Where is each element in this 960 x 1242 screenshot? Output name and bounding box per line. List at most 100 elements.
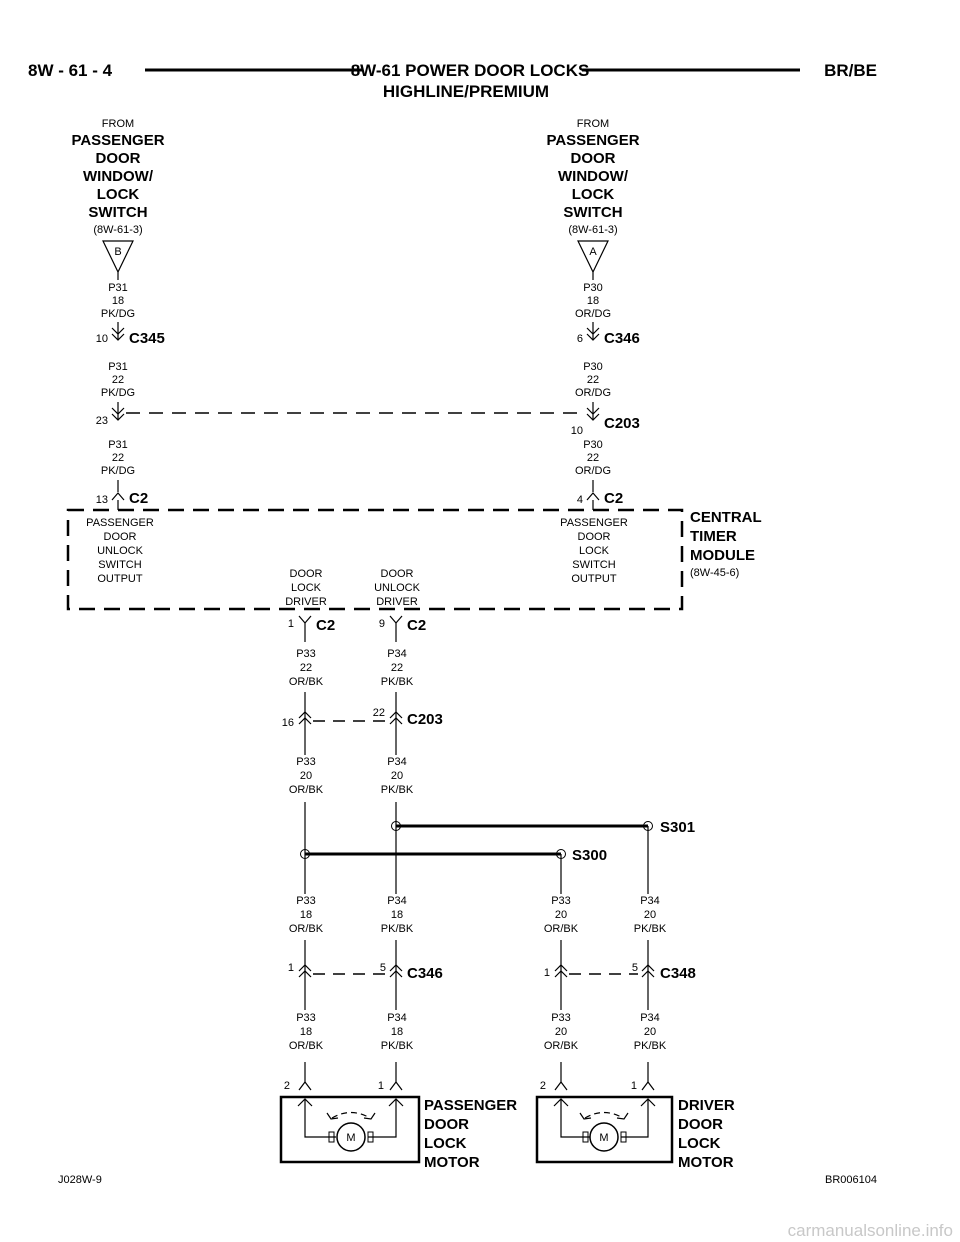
source-left-name-2: DOOR xyxy=(96,150,141,167)
wire-label: 22 xyxy=(112,374,124,386)
driver-motor-name-3: LOCK xyxy=(678,1135,721,1152)
pin-number: 2 xyxy=(540,1080,546,1092)
connector-c2: C2 xyxy=(407,617,426,634)
connector-icon xyxy=(389,717,403,725)
connector-icon xyxy=(586,333,600,341)
passenger-motor-name-2: DOOR xyxy=(424,1116,469,1133)
wire-label: PK/BK xyxy=(381,676,414,688)
wire-label: P33 xyxy=(551,895,571,907)
wire-label: 20 xyxy=(391,770,403,782)
connector-icon xyxy=(389,615,403,624)
source-right-ref: (8W-61-3) xyxy=(568,224,617,236)
connector-icon xyxy=(586,327,600,335)
wire-label: 22 xyxy=(391,662,403,674)
connector-c2: C2 xyxy=(604,490,623,507)
wire-label: 18 xyxy=(391,909,403,921)
wire-label: 20 xyxy=(300,770,312,782)
watermark: carmanualsonline.info xyxy=(788,1221,953,1240)
splice-s301: S301 xyxy=(660,819,695,836)
wire-label: P30 xyxy=(583,361,603,373)
connector-icon xyxy=(554,964,568,972)
page-subtitle: HIGHLINE/PREMIUM xyxy=(383,82,549,101)
connector-icon xyxy=(298,615,312,624)
connector-icon xyxy=(586,492,600,501)
driver-motor-branch: P33 20 OR/BK P34 20 PK/BK 1 5 C348 P33 2… xyxy=(535,895,735,1171)
module-box xyxy=(66,508,684,611)
wire-label: P33 xyxy=(296,1012,316,1024)
source-left-name-3: WINDOW/ xyxy=(83,168,154,185)
splice-s300: S300 xyxy=(572,847,607,864)
passenger-motor-box xyxy=(279,1095,421,1164)
wire-label: P34 xyxy=(387,648,407,660)
wire-label: OR/BK xyxy=(544,923,579,935)
footer-code-right: BR006104 xyxy=(825,1174,877,1186)
wire-label: P30 xyxy=(583,282,603,294)
connector-icon xyxy=(586,413,600,421)
wire-label: P33 xyxy=(551,1012,571,1024)
wire-label: OR/BK xyxy=(289,784,324,796)
source-left-ref: (8W-61-3) xyxy=(93,224,142,236)
pin-number: 6 xyxy=(577,333,583,345)
wire-label: 22 xyxy=(587,374,599,386)
driver-label: DOOR xyxy=(381,568,414,580)
wire-label: PK/BK xyxy=(381,923,414,935)
connector-c203: C203 xyxy=(604,415,640,432)
driver-unlock-output: 9 C2 P34 22 PK/BK 22 C203 P34 20 PK/BK xyxy=(373,615,443,826)
page-number: 8W - 61 - 4 xyxy=(28,61,113,80)
pin-number: 1 xyxy=(288,618,294,630)
source-right-name-5: SWITCH xyxy=(563,204,622,221)
module-name-3: MODULE xyxy=(690,547,755,564)
driver-label: DOOR xyxy=(290,568,323,580)
module-name-2: TIMER xyxy=(690,528,737,545)
module-name-1: CENTRAL xyxy=(690,509,762,526)
wire-label: PK/BK xyxy=(634,923,667,935)
pin-number: 1 xyxy=(288,962,294,974)
connector-icon xyxy=(111,407,125,415)
connector-icon xyxy=(298,717,312,725)
connector-c2: C2 xyxy=(316,617,335,634)
module-input-label: OUTPUT xyxy=(571,573,617,585)
wire-label: 18 xyxy=(300,1026,312,1038)
connector-c203: C203 xyxy=(407,711,443,728)
passenger-motor-branch: P33 18 OR/BK P34 18 PK/BK 1 5 C346 P33 1… xyxy=(279,895,517,1171)
wire-label: P34 xyxy=(387,1012,407,1024)
arrow-up-icon xyxy=(297,1098,313,1107)
wire-label: PK/BK xyxy=(634,1040,667,1052)
connector-icon xyxy=(554,970,568,978)
module-input-label: DOOR xyxy=(578,531,611,543)
source-right-arrow-icon xyxy=(577,240,609,274)
wire-label: 20 xyxy=(555,1026,567,1038)
connector-icon xyxy=(111,492,125,501)
wire-label: PK/BK xyxy=(381,1040,414,1052)
wire-label: P34 xyxy=(387,895,407,907)
wire-label: P31 xyxy=(108,361,128,373)
source-right-from: FROM xyxy=(577,118,609,130)
connector-icon xyxy=(641,1081,655,1091)
wire-label: PK/DG xyxy=(101,308,135,320)
arrow-up-icon xyxy=(553,1098,569,1107)
wire-label: P30 xyxy=(583,439,603,451)
module-input-label: UNLOCK xyxy=(97,545,144,557)
source-left-name-4: LOCK xyxy=(97,186,140,203)
wire-label: PK/DG xyxy=(101,387,135,399)
module-input-label: PASSENGER xyxy=(560,517,628,529)
connector-icon xyxy=(554,1081,568,1091)
connector-icon xyxy=(389,1081,403,1091)
connector-icon xyxy=(298,964,312,972)
pin-number: 23 xyxy=(96,415,108,427)
pin-number: 13 xyxy=(96,494,108,506)
wire-label: P34 xyxy=(640,1012,660,1024)
driver-motor-box xyxy=(535,1095,674,1164)
wire-label: OR/BK xyxy=(289,923,324,935)
passenger-motor-name-1: PASSENGER xyxy=(424,1097,517,1114)
source-left: FROM PASSENGER DOOR WINDOW/ LOCK SWITCH … xyxy=(71,118,165,510)
wire-label: 18 xyxy=(112,295,124,307)
pin-number: 16 xyxy=(282,717,294,729)
source-left-arrow-icon xyxy=(102,240,134,274)
connector-icon xyxy=(111,333,125,341)
wire-label: 22 xyxy=(300,662,312,674)
connector-icon xyxy=(389,970,403,978)
connector-icon xyxy=(586,407,600,415)
connector-icon xyxy=(111,413,125,421)
